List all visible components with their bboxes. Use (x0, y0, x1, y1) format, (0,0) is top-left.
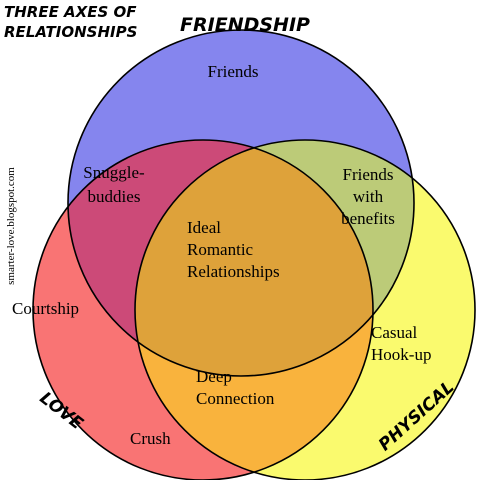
courtship-label: Courtship (12, 299, 79, 318)
love-outline (32, 139, 374, 480)
snuggle-buddies-label-line1: Snuggle- (83, 163, 145, 182)
friendship-outline (67, 29, 415, 377)
snuggle-buddies-label-line2: buddies (88, 187, 141, 206)
ideal-label-line2: Romantic (187, 240, 254, 259)
source-url-text: smarter-love.blogspot.com (5, 167, 17, 285)
friends-with-benefits-label-line3: benefits (341, 209, 395, 228)
deep-connection-label-line1: Deep (196, 367, 232, 386)
friends-label: Friends (208, 62, 259, 81)
diagram-title-line1: THREE AXES OF (4, 3, 137, 21)
friends-with-benefits-label-line1: Friends (343, 165, 394, 184)
casual-hookup-label-line1: Casual (371, 323, 418, 342)
ideal-center-overlap (135, 140, 373, 376)
friendship-axis-label: FRIENDSHIP (180, 14, 310, 36)
physical-outline (134, 139, 476, 480)
ideal-label-line1: Ideal (187, 218, 221, 237)
ideal-label-line3: Relationships (187, 262, 280, 281)
diagram-title-line2: RELATIONSHIPS (4, 23, 137, 41)
deep-connection-label-line2: Connection (196, 389, 275, 408)
friends-with-benefits-label-line2: with (353, 187, 384, 206)
crush-label: Crush (130, 429, 171, 448)
casual-hookup-label-line2: Hook-up (371, 345, 431, 364)
